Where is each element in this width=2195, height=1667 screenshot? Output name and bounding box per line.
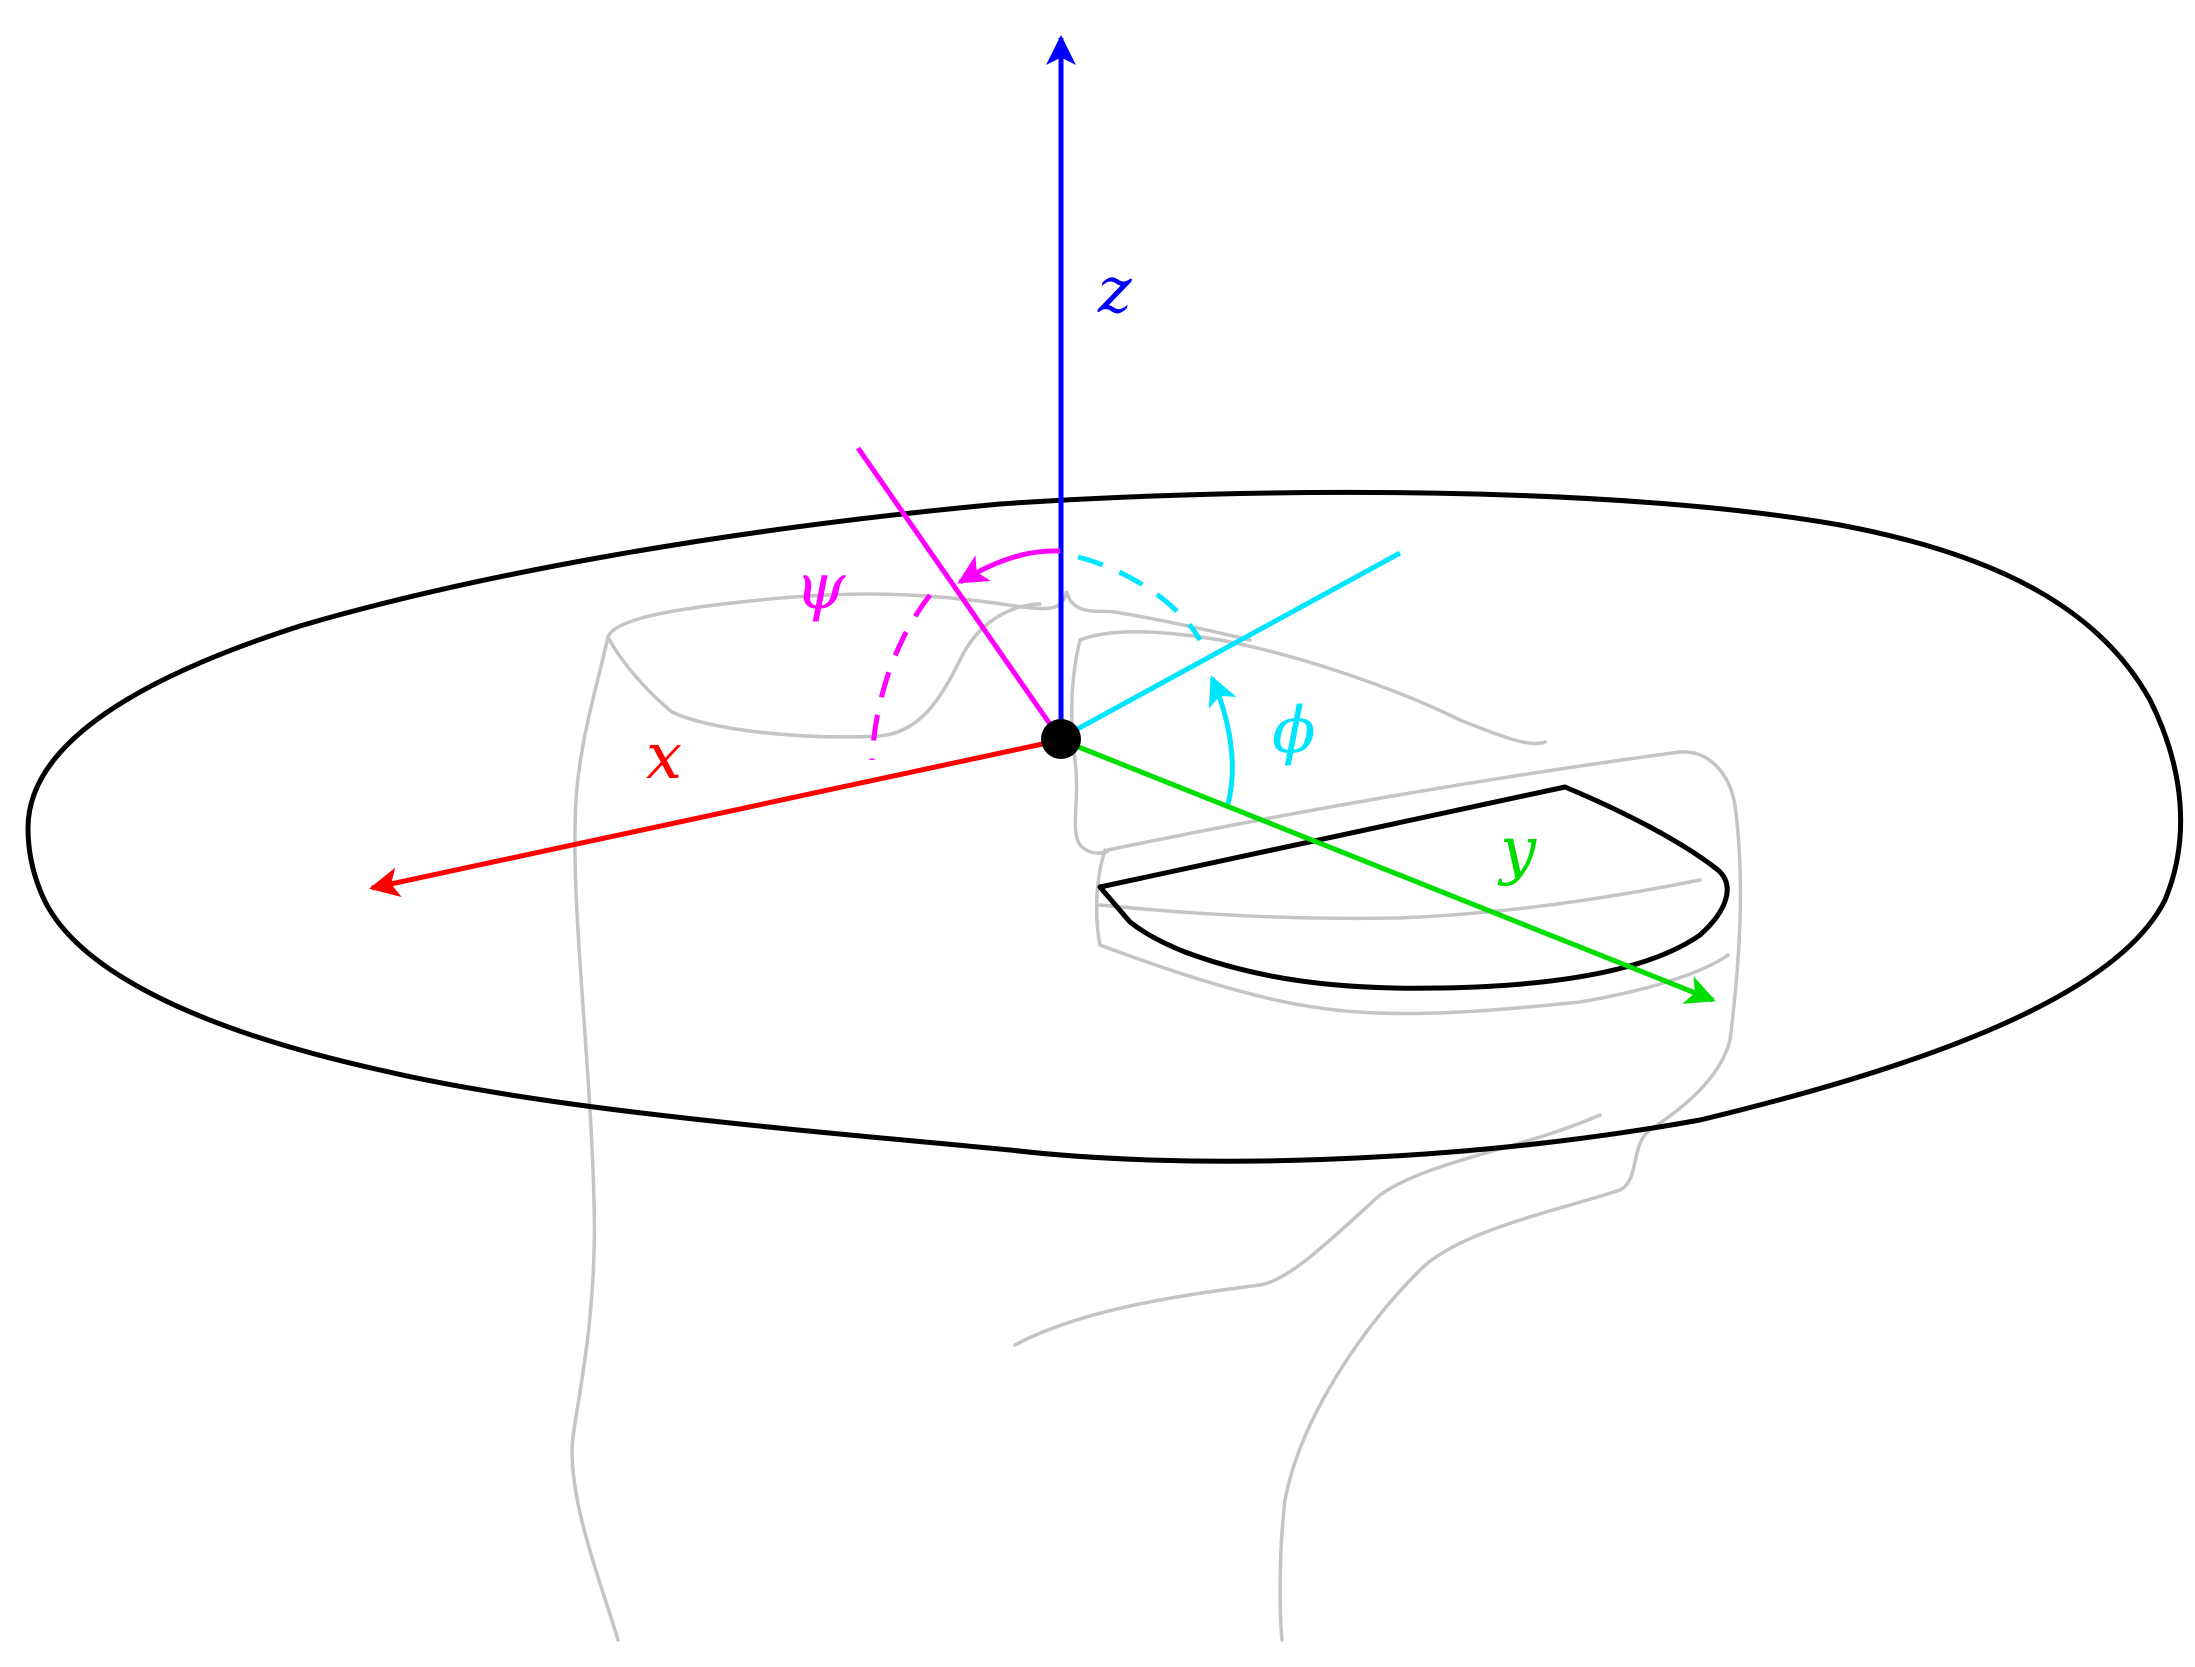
phi-arrow-arc — [1208, 675, 1237, 805]
psi-dashed-arc — [869, 593, 932, 761]
controller-outline — [1097, 784, 1730, 991]
phi-reference-line — [1059, 550, 1402, 741]
origin-point — [1041, 719, 1081, 759]
psi-arrow-arc — [957, 548, 1061, 585]
controller-side-sketch — [1094, 848, 1730, 1016]
y-axis — [1060, 737, 1716, 1004]
psi-reference-line — [855, 446, 1064, 742]
z-axis-label: z — [1097, 254, 1133, 328]
hand-finger-curl — [1069, 638, 1110, 855]
phi-angle-label: ϕ — [1272, 694, 1316, 768]
y-axis-label: y — [1497, 814, 1537, 888]
controller-ridge-sketch — [1098, 878, 1702, 921]
hand-left-edge — [570, 635, 620, 1642]
psi-angle-label: ψ — [795, 550, 846, 624]
controller-grip-right — [1278, 803, 1743, 1642]
x-axis-label: x — [646, 720, 682, 794]
hand-top-edge — [606, 590, 1252, 642]
hand-finger-top — [1078, 630, 1547, 746]
x-axis — [369, 737, 1062, 897]
horizontal-plane-ellipse — [25, 489, 2184, 1164]
wrist-crease — [1013, 1113, 1602, 1347]
hand-thumb — [606, 602, 1042, 739]
hand-controller-sketch — [570, 590, 1743, 1642]
phi-dashed-arc — [1077, 554, 1203, 642]
controller-top-sketch — [1106, 750, 1737, 852]
